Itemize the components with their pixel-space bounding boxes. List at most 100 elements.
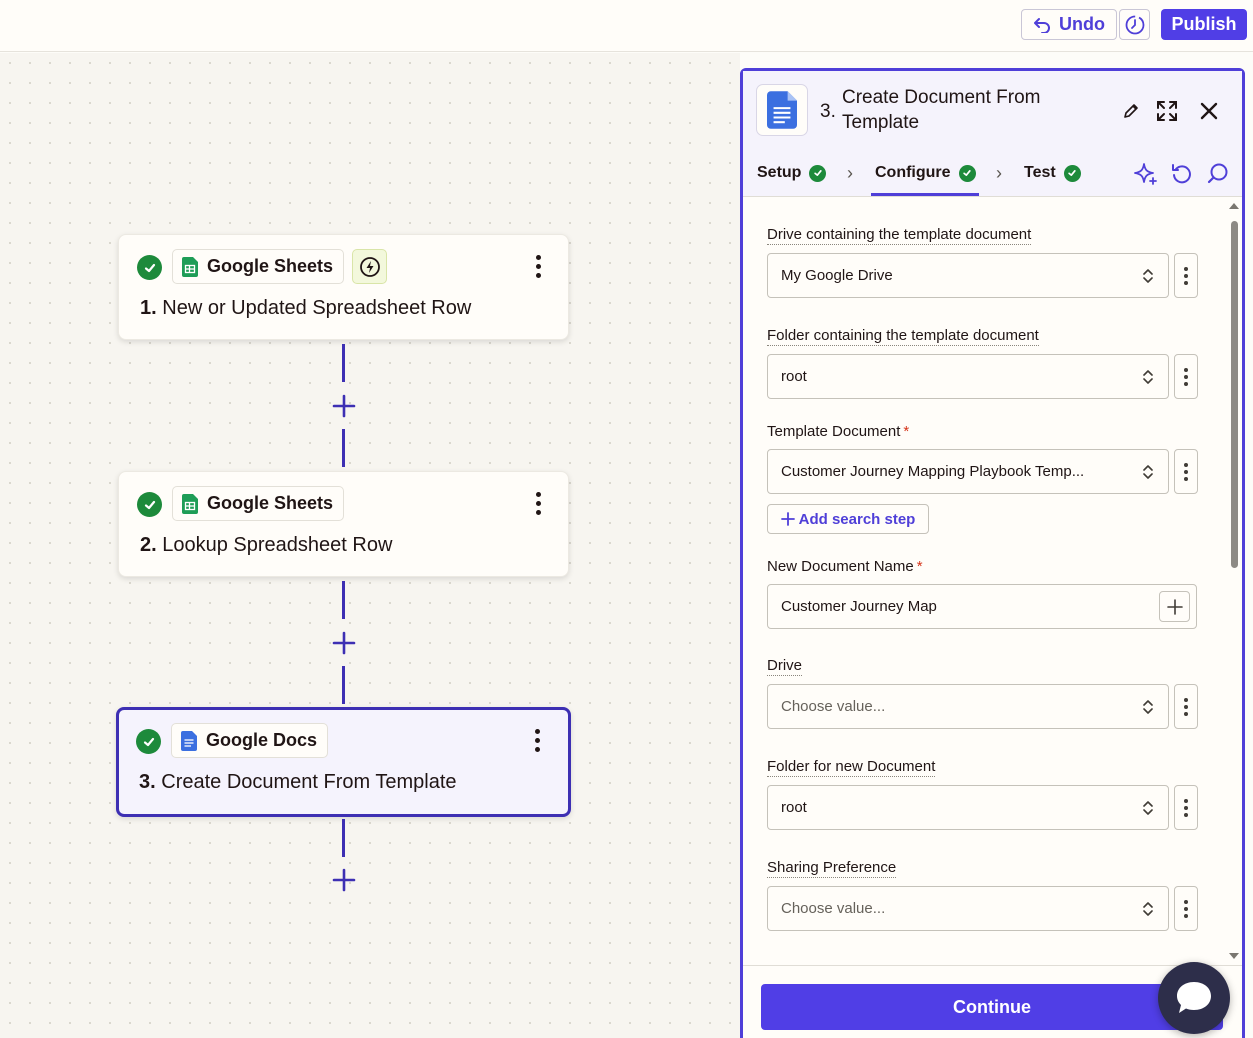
more-options-icon[interactable] [530, 251, 546, 281]
google-sheets-icon [182, 256, 198, 277]
active-tab-indicator [871, 193, 979, 196]
label-text: Template Document [767, 423, 901, 440]
label-text: New Document Name [767, 558, 914, 575]
drive-template-select[interactable]: My Google Drive [767, 253, 1169, 298]
input-value: Customer Journey Map [781, 598, 937, 615]
tab-configure[interactable]: Configure [875, 164, 976, 182]
app-name: Google Sheets [207, 256, 334, 276]
chevron-right-icon: › [996, 163, 1002, 183]
app-chip: Google Sheets [172, 486, 345, 521]
connector-line [342, 429, 345, 467]
chat-button[interactable] [1158, 962, 1230, 1034]
chevron-up-down-icon [1143, 269, 1153, 283]
history-button[interactable] [1119, 9, 1150, 40]
close-icon[interactable] [1197, 99, 1221, 123]
chevron-right-icon: › [847, 163, 853, 183]
tab-label: Test [1024, 164, 1056, 181]
lightning-icon [359, 256, 380, 277]
step-name: New or Updated Spreadsheet Row [162, 297, 472, 319]
drive-select[interactable]: Choose value... [767, 684, 1169, 729]
more-options-icon[interactable] [529, 725, 545, 755]
google-docs-icon [181, 730, 197, 751]
scroll-up-icon[interactable] [1227, 201, 1241, 211]
check-circle-icon [136, 729, 161, 754]
chevron-up-down-icon [1143, 902, 1153, 916]
folder-template-select[interactable]: root [767, 354, 1169, 399]
template-doc-select[interactable]: Customer Journey Mapping Playbook Temp..… [767, 449, 1169, 494]
search-icon[interactable] [1205, 161, 1231, 187]
check-circle-icon [1063, 164, 1081, 182]
field-options-icon[interactable] [1174, 449, 1198, 494]
app-chip: Google Sheets [172, 249, 345, 284]
step-card-2[interactable]: Google Sheets 2. Lookup Spreadsheet Row [118, 471, 569, 577]
step-card-3[interactable]: Google Docs 3. Create Document From Temp… [116, 707, 571, 817]
scroll-thumb[interactable] [1231, 221, 1238, 568]
history-icon [1125, 15, 1144, 34]
new-doc-name-label: New Document Name* [767, 558, 923, 576]
undo-icon [1034, 17, 1050, 33]
folder-new-select[interactable]: root [767, 785, 1169, 830]
step-title: 2. Lookup Spreadsheet Row [140, 534, 392, 557]
configure-form: Drive containing the template document M… [743, 198, 1242, 965]
field-options-icon[interactable] [1174, 785, 1198, 830]
check-circle-icon [137, 492, 162, 517]
chevron-up-down-icon [1143, 370, 1153, 384]
connector-line [342, 581, 345, 619]
button-label: Add search step [798, 510, 916, 528]
select-value: root [781, 368, 807, 385]
step-number: 1. [140, 297, 157, 319]
add-search-step-button[interactable]: Add search step [767, 504, 929, 534]
step-number: 2. [140, 534, 157, 556]
drive-template-label: Drive containing the template document [767, 226, 1032, 245]
step-name: Create Document From Template [161, 771, 457, 793]
undo-label: Undo [1059, 14, 1105, 34]
field-options-icon[interactable] [1174, 886, 1198, 931]
panel-header: 3. Create Document From Template [743, 71, 1242, 151]
panel-scrollbar[interactable] [1227, 201, 1241, 966]
step-title: 1. New or Updated Spreadsheet Row [140, 297, 471, 320]
folder-new-label: Folder for new Document [767, 758, 936, 777]
required-marker: * [916, 558, 923, 575]
required-marker: * [903, 423, 910, 440]
field-options-icon[interactable] [1174, 253, 1198, 298]
tab-test[interactable]: Test [1024, 164, 1081, 182]
plus-icon [1166, 598, 1183, 615]
field-options-icon[interactable] [1174, 354, 1198, 399]
chevron-up-down-icon [1143, 801, 1153, 815]
add-step-icon[interactable] [331, 393, 357, 419]
app-name: Google Docs [206, 730, 318, 750]
workflow-canvas: Google Sheets 1. New or Updated Spreadsh… [0, 53, 740, 1038]
expand-icon[interactable] [1155, 99, 1179, 123]
check-circle-icon [137, 255, 162, 280]
publish-button[interactable]: Publish [1161, 9, 1247, 40]
insert-data-button[interactable] [1159, 591, 1190, 622]
add-step-icon[interactable] [331, 867, 357, 893]
new-doc-name-input[interactable]: Customer Journey Map [767, 584, 1197, 629]
select-value: My Google Drive [781, 267, 893, 284]
select-value: root [781, 799, 807, 816]
refresh-icon[interactable] [1169, 161, 1195, 187]
tab-setup[interactable]: Setup [757, 164, 827, 182]
scroll-down-icon[interactable] [1227, 951, 1241, 961]
check-circle-icon [958, 164, 976, 182]
connector-line [342, 666, 345, 704]
template-doc-label: Template Document* [767, 423, 909, 441]
sparkle-icon[interactable] [1133, 161, 1159, 187]
trigger-badge [352, 249, 387, 284]
field-options-icon[interactable] [1174, 684, 1198, 729]
select-placeholder: Choose value... [781, 900, 886, 917]
pencil-icon[interactable] [1119, 99, 1143, 123]
sharing-select[interactable]: Choose value... [767, 886, 1169, 931]
panel-title: Create Document From Template [842, 87, 1041, 133]
chat-icon [1177, 982, 1211, 1013]
google-docs-icon [756, 84, 808, 136]
step-title: 3. Create Document From Template [139, 771, 457, 794]
step-card-1[interactable]: Google Sheets 1. New or Updated Spreadsh… [118, 234, 569, 340]
top-bar: Undo Publish [0, 0, 1253, 52]
continue-button[interactable]: Continue [761, 984, 1223, 1030]
add-step-icon[interactable] [331, 630, 357, 656]
more-options-icon[interactable] [530, 488, 546, 518]
undo-button[interactable]: Undo [1021, 9, 1117, 40]
panel-step-number: 3. [820, 101, 836, 122]
select-placeholder: Choose value... [781, 698, 886, 715]
